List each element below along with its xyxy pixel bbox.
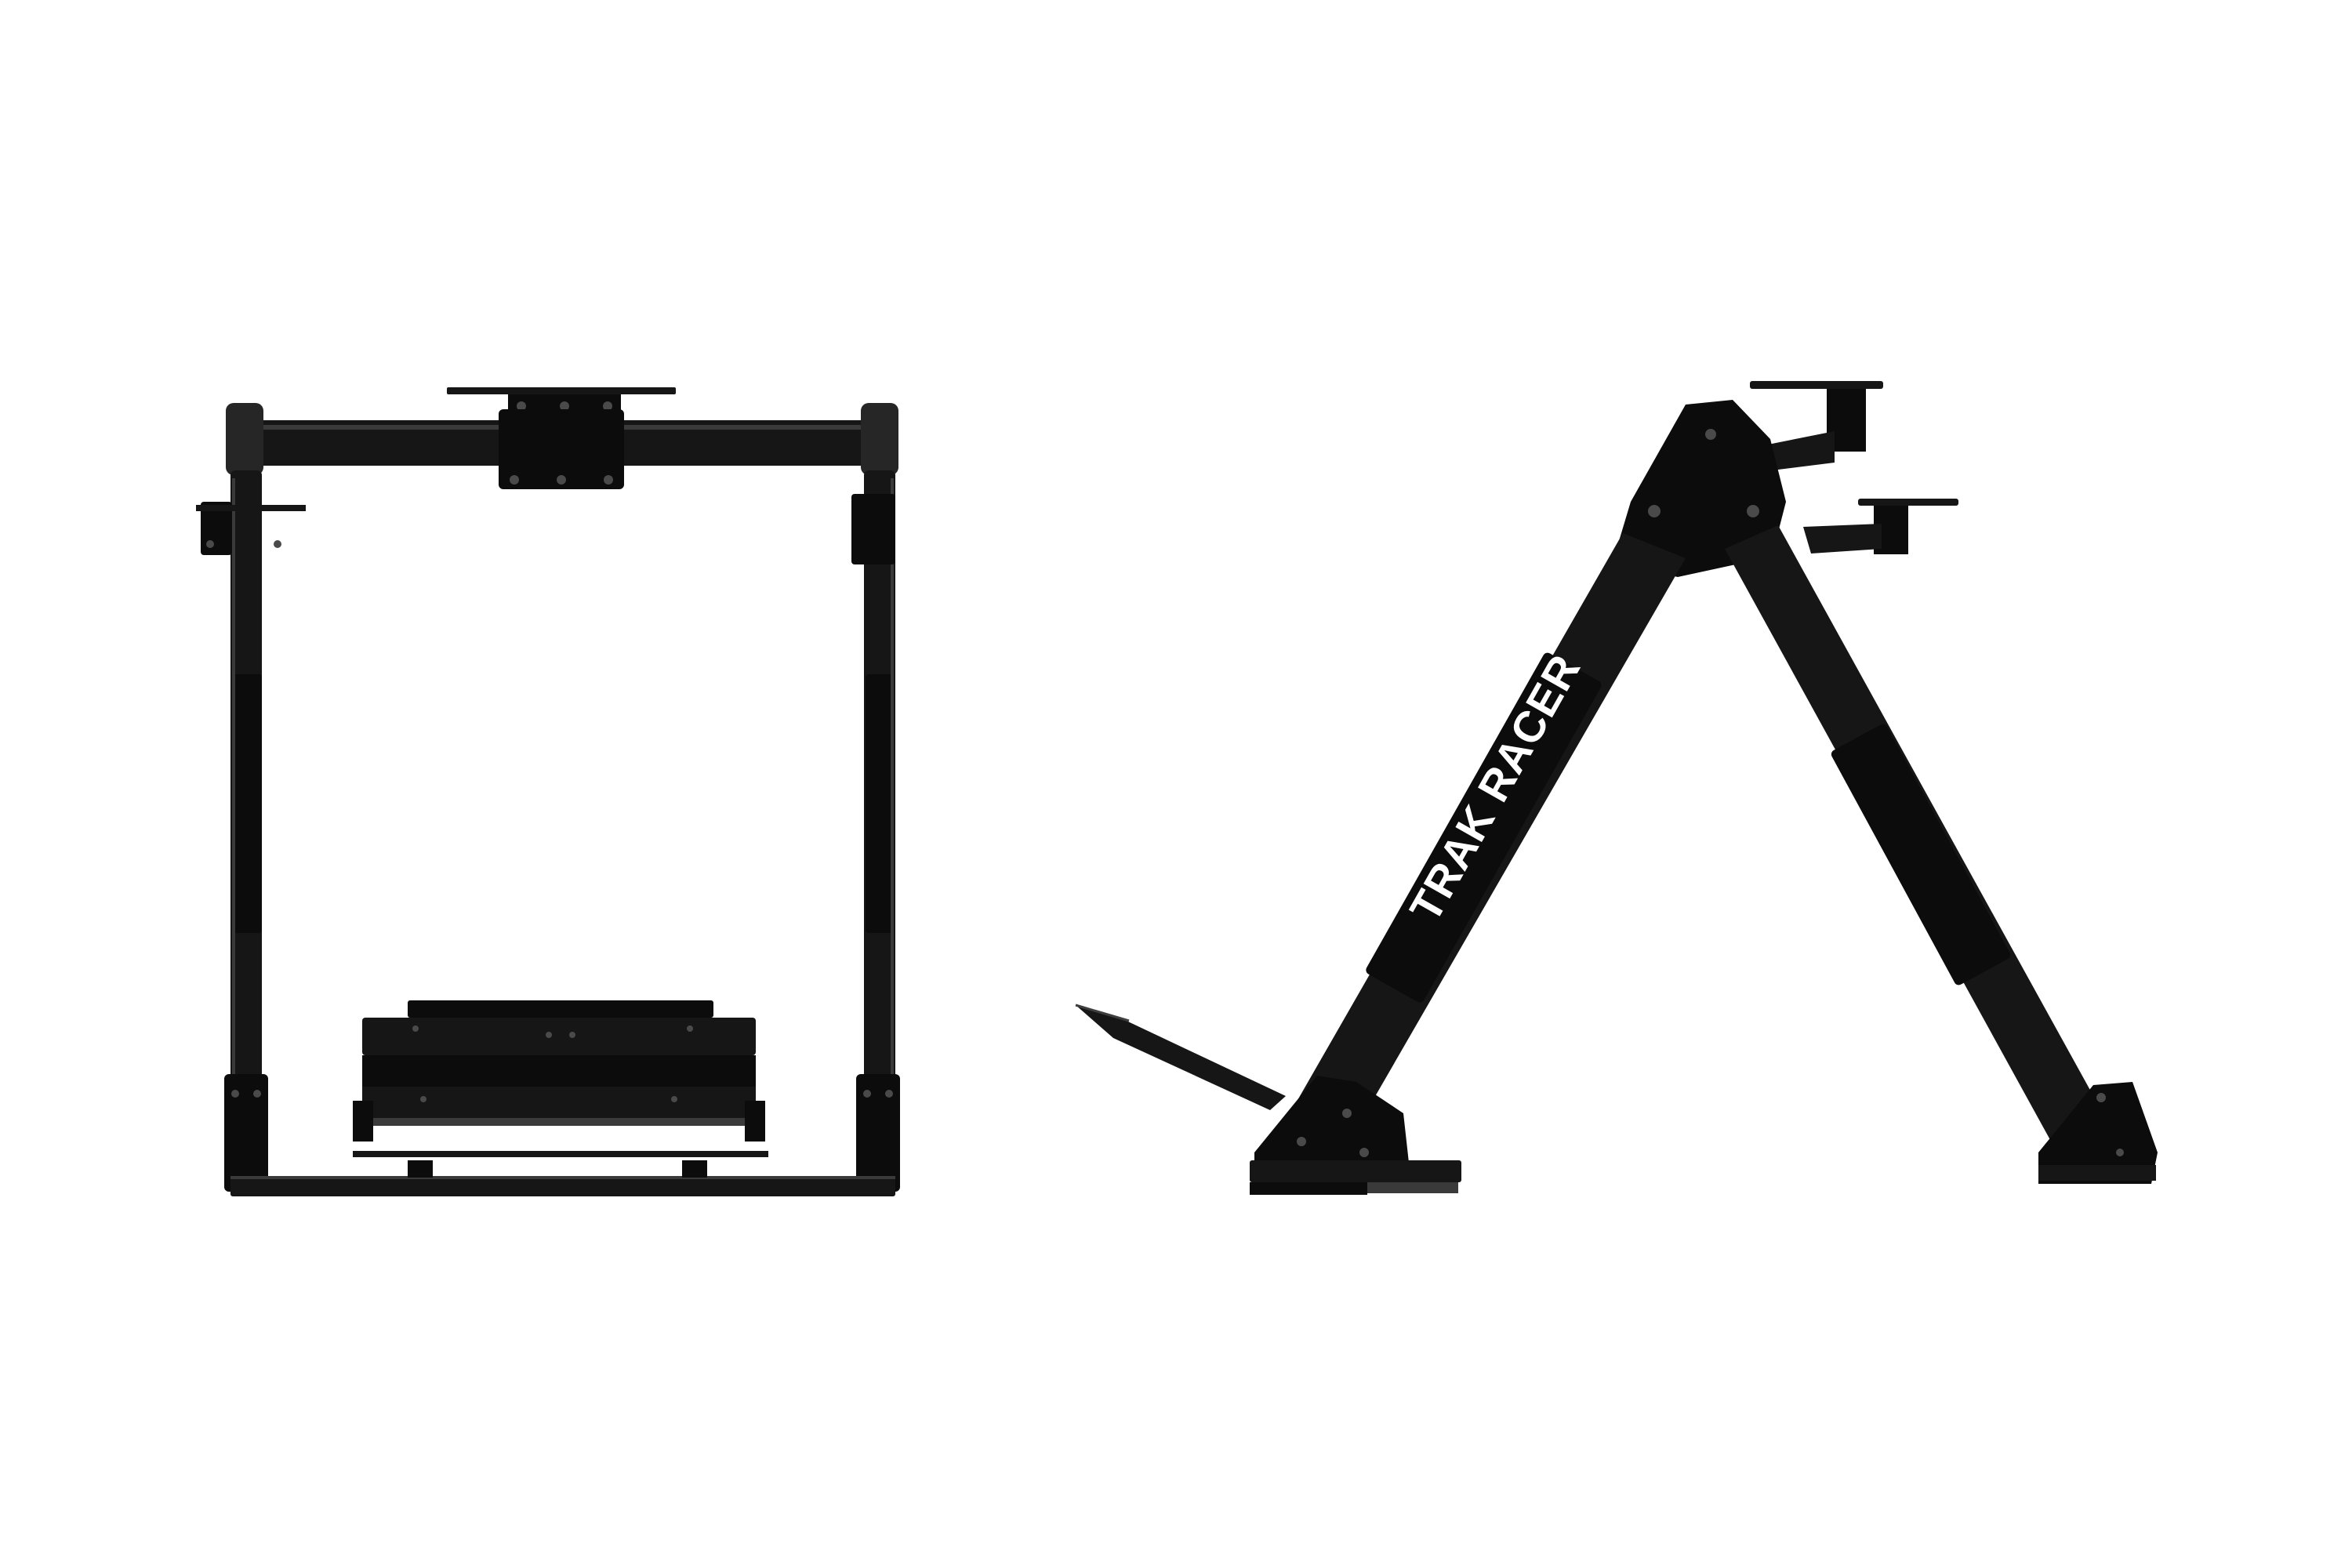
front-pedal-tray xyxy=(353,1000,765,1142)
side-rear-leg xyxy=(1725,525,2125,1170)
side-front-leg xyxy=(1294,533,1686,1129)
side-wheel-deck xyxy=(1750,381,1958,554)
side-pedal-plate xyxy=(1075,1004,1286,1110)
front-view-frame xyxy=(196,387,900,1196)
side-view-frame: TRAK RACER xyxy=(1075,381,2158,1195)
side-rear-foot xyxy=(2038,1082,2158,1184)
side-front-foot xyxy=(1250,1076,1461,1195)
front-right-upright xyxy=(851,403,900,1192)
front-base-rail xyxy=(230,1151,895,1196)
front-left-upright xyxy=(196,403,306,1192)
front-top-crossbar xyxy=(235,409,895,489)
